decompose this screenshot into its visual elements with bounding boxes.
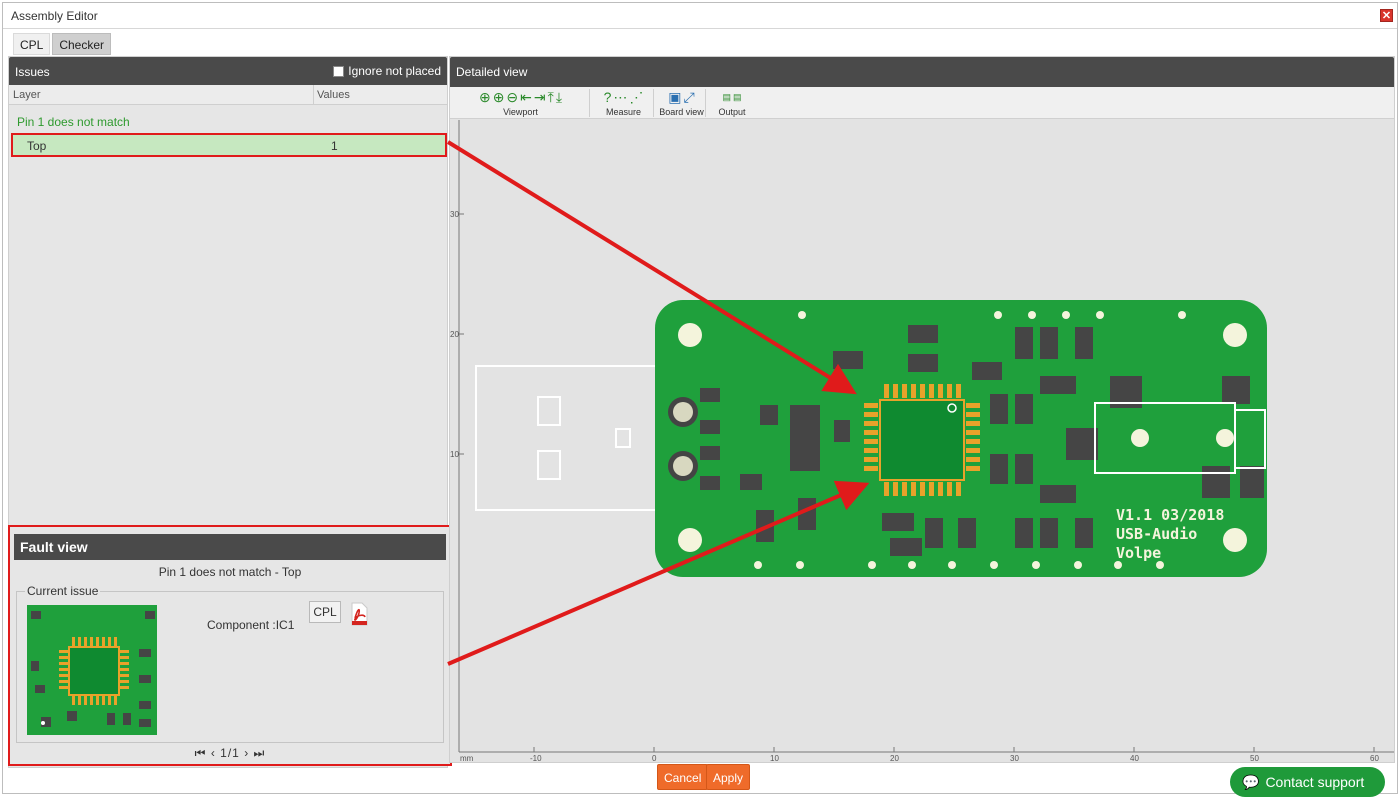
measure-label: Measure (605, 107, 641, 117)
pager[interactable]: ⏮ ‹ 1/1 › ⏭ (10, 746, 450, 761)
export-pdf-icon[interactable]: ▤ (733, 92, 742, 102)
next-page-icon[interactable]: › (244, 746, 250, 760)
align-left-icon[interactable]: ⇤ (520, 89, 532, 105)
toolbar-group-output: ▤ ▤ Output (710, 89, 754, 117)
row-value: 1 (331, 139, 338, 153)
row-layer: Top (27, 139, 47, 153)
y-tick: 20 (450, 330, 459, 339)
issues-header: Issues Ignore not placed (9, 57, 447, 85)
x-tick: 0 (652, 754, 657, 762)
toolbar: ⊕ ⊕ ⊖ ⇤ ⇥ ⤒ ⤓ Viewport ? ⋯ ⋰ Measure (450, 87, 1394, 119)
output-label: Output (718, 107, 746, 117)
toolbar-group-board-view: ▣ ⤢ Board view (658, 89, 706, 117)
title-bar: Assembly Editor ✕ (3, 3, 1397, 29)
last-page-icon[interactable]: ⏭ (253, 746, 266, 760)
detailed-view-header: Detailed view (450, 57, 1394, 87)
pcb-board: V1.1 03/2018 USB-Audio Volpe (655, 300, 1267, 577)
fault-thumbnail[interactable] (27, 605, 157, 735)
issue-group-label[interactable]: Pin 1 does not match (17, 115, 130, 129)
align-bottom-icon[interactable]: ⤓ (555, 89, 563, 105)
fault-view-panel: Fault view Pin 1 does not match - Top Cu… (8, 525, 452, 766)
issues-column-headers: Layer Values (9, 85, 447, 105)
ignore-not-placed-toggle[interactable]: Ignore not placed (333, 64, 441, 78)
zoom-out-icon[interactable]: ⊖ (506, 89, 519, 105)
ignore-checkbox[interactable] (333, 65, 345, 77)
tab-bar: CPL Checker (13, 33, 112, 55)
ignore-label: Ignore not placed (348, 64, 441, 78)
current-issue-box: Current issue (16, 584, 444, 743)
column-layer[interactable]: Layer (13, 89, 41, 101)
close-icon[interactable]: ✕ (1380, 9, 1393, 22)
x-tick: 30 (1010, 754, 1019, 762)
align-top-icon[interactable]: ⤒ (547, 89, 554, 105)
contact-support-label: Contact support (1265, 774, 1365, 790)
zoom-in-icon[interactable]: ⊕ (492, 89, 505, 105)
x-tick: 20 (890, 754, 899, 762)
board-silkscreen-version: V1.1 03/2018 (1116, 506, 1224, 524)
axis-unit: mm (460, 754, 474, 762)
x-tick: 50 (1250, 754, 1259, 762)
first-page-icon[interactable]: ⏮ (194, 746, 207, 760)
fault-subtitle: Pin 1 does not match - Top (158, 565, 302, 579)
detailed-view-panel: Detailed view ⊕ ⊕ ⊖ ⇤ ⇥ ⤒ ⤓ Viewport ? ⋯ (449, 56, 1395, 763)
contact-support-button[interactable]: 💬 Contact support (1230, 767, 1385, 797)
chat-bubble-icon: 💬 (1242, 774, 1260, 790)
column-divider (313, 85, 314, 105)
board-top-icon[interactable]: ▣ (668, 89, 682, 105)
measure-icon[interactable]: ⋯ (613, 89, 628, 105)
tab-cpl[interactable]: CPL (13, 33, 51, 55)
board-silkscreen-name: USB-Audio (1116, 525, 1197, 543)
x-tick: 60 (1370, 754, 1379, 762)
column-values[interactable]: Values (317, 89, 350, 101)
pdf-icon[interactable] (349, 602, 369, 626)
cancel-button[interactable]: Cancel (657, 764, 709, 790)
component-label: Component :IC1 (207, 618, 295, 632)
board-silkscreen-author: Volpe (1116, 544, 1161, 562)
issues-title: Issues (15, 65, 50, 79)
tab-checker[interactable]: Checker (52, 33, 112, 55)
x-tick: 10 (770, 754, 779, 762)
x-tick: -10 (530, 754, 542, 762)
toolbar-group-viewport: ⊕ ⊕ ⊖ ⇤ ⇥ ⤒ ⤓ Viewport (452, 89, 590, 117)
align-right-icon[interactable]: ⇥ (533, 89, 546, 105)
toolbar-group-measure: ? ⋯ ⋰ Measure (594, 89, 654, 117)
measure-grid-icon[interactable]: ⋰ (629, 89, 644, 105)
window-title: Assembly Editor (11, 9, 98, 23)
viewport-label: Viewport (503, 107, 538, 117)
page-indicator: 1/1 (220, 746, 240, 760)
apply-button[interactable]: Apply (706, 764, 751, 790)
zoom-fit-icon[interactable]: ⊕ (478, 89, 491, 105)
detailed-view-title: Detailed view (456, 65, 528, 79)
x-tick: 40 (1130, 754, 1139, 762)
y-tick: 10 (450, 450, 459, 459)
export-png-icon[interactable]: ▤ (722, 92, 731, 102)
board-view-label: Board view (659, 107, 704, 117)
table-row[interactable]: Top 1 (11, 133, 447, 157)
current-issue-legend: Current issue (25, 584, 101, 598)
pcb-canvas[interactable]: mm -10 0 10 20 30 40 50 60 30 20 10 (450, 120, 1394, 762)
y-tick: 30 (450, 210, 459, 219)
cpl-button[interactable]: CPL (309, 601, 341, 623)
help-icon[interactable]: ? (603, 89, 612, 105)
board-fit-icon[interactable]: ⤢ (683, 89, 695, 105)
prev-page-icon[interactable]: ‹ (210, 746, 216, 760)
fault-view-title: Fault view (14, 534, 446, 560)
